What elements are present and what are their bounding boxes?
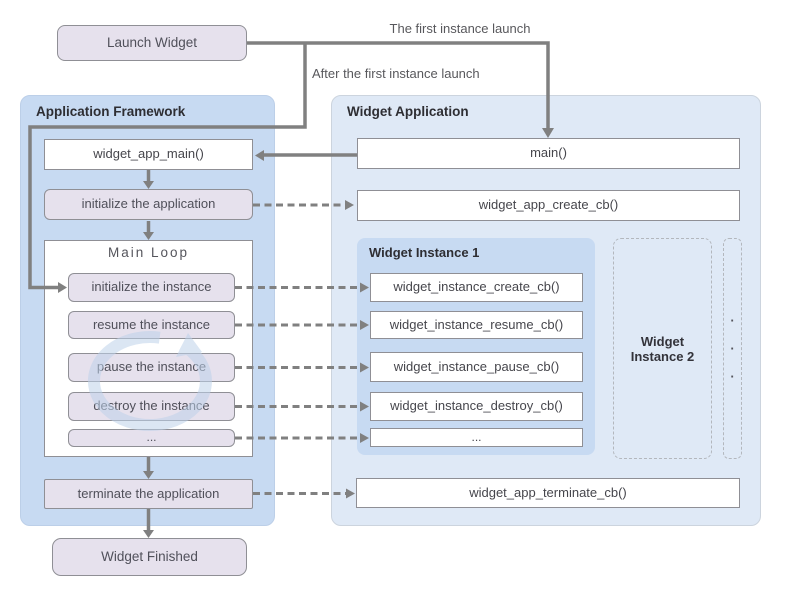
- after-first-instance-launch-label: After the first instance launch: [312, 66, 480, 81]
- launch-widget-node: Launch Widget: [57, 25, 247, 61]
- loop-step-pause-instance: pause the instance: [68, 353, 235, 382]
- widget-app-terminate-cb-node: widget_app_terminate_cb(): [356, 478, 740, 508]
- dot: ·: [730, 369, 735, 384]
- widget-instance-more-node: ...: [370, 428, 583, 447]
- widget-instance-create-cb-node: widget_instance_create_cb(): [370, 273, 583, 302]
- widget-finished-node: Widget Finished: [52, 538, 247, 576]
- application-framework-title: Application Framework: [36, 104, 186, 119]
- widget-application-title: Widget Application: [347, 104, 469, 119]
- widget-instance-2-placeholder: Widget Instance 2: [613, 238, 712, 459]
- widget-instance-1-container: [357, 238, 595, 455]
- widget-instance-2-title: Widget Instance 2: [630, 333, 695, 364]
- widget-instance-pause-cb-node: widget_instance_pause_cb(): [370, 352, 583, 382]
- loop-step-more: ...: [68, 429, 235, 447]
- main-loop-title: Main Loop: [107, 245, 190, 260]
- terminate-application-node: terminate the application: [44, 479, 253, 509]
- main-node: main(): [357, 138, 740, 169]
- dot: ·: [730, 313, 735, 328]
- loop-step-destroy-instance: destroy the instance: [68, 392, 235, 421]
- widget-app-create-cb-node: widget_app_create_cb(): [357, 190, 740, 221]
- widget-instance-1-title: Widget Instance 1: [369, 245, 480, 260]
- first-instance-launch-label: The first instance launch: [389, 21, 531, 36]
- loop-step-initialize-instance: initialize the instance: [68, 273, 235, 302]
- dot: ·: [730, 341, 735, 356]
- widget-app-main-node: widget_app_main(): [44, 139, 253, 170]
- initialize-application-node: initialize the application: [44, 189, 253, 220]
- widget-instance-destroy-cb-node: widget_instance_destroy_cb(): [370, 392, 583, 421]
- loop-step-resume-instance: resume the instance: [68, 311, 235, 339]
- more-instances-placeholder: · · ·: [723, 238, 742, 459]
- widget-instance-resume-cb-node: widget_instance_resume_cb(): [370, 311, 583, 339]
